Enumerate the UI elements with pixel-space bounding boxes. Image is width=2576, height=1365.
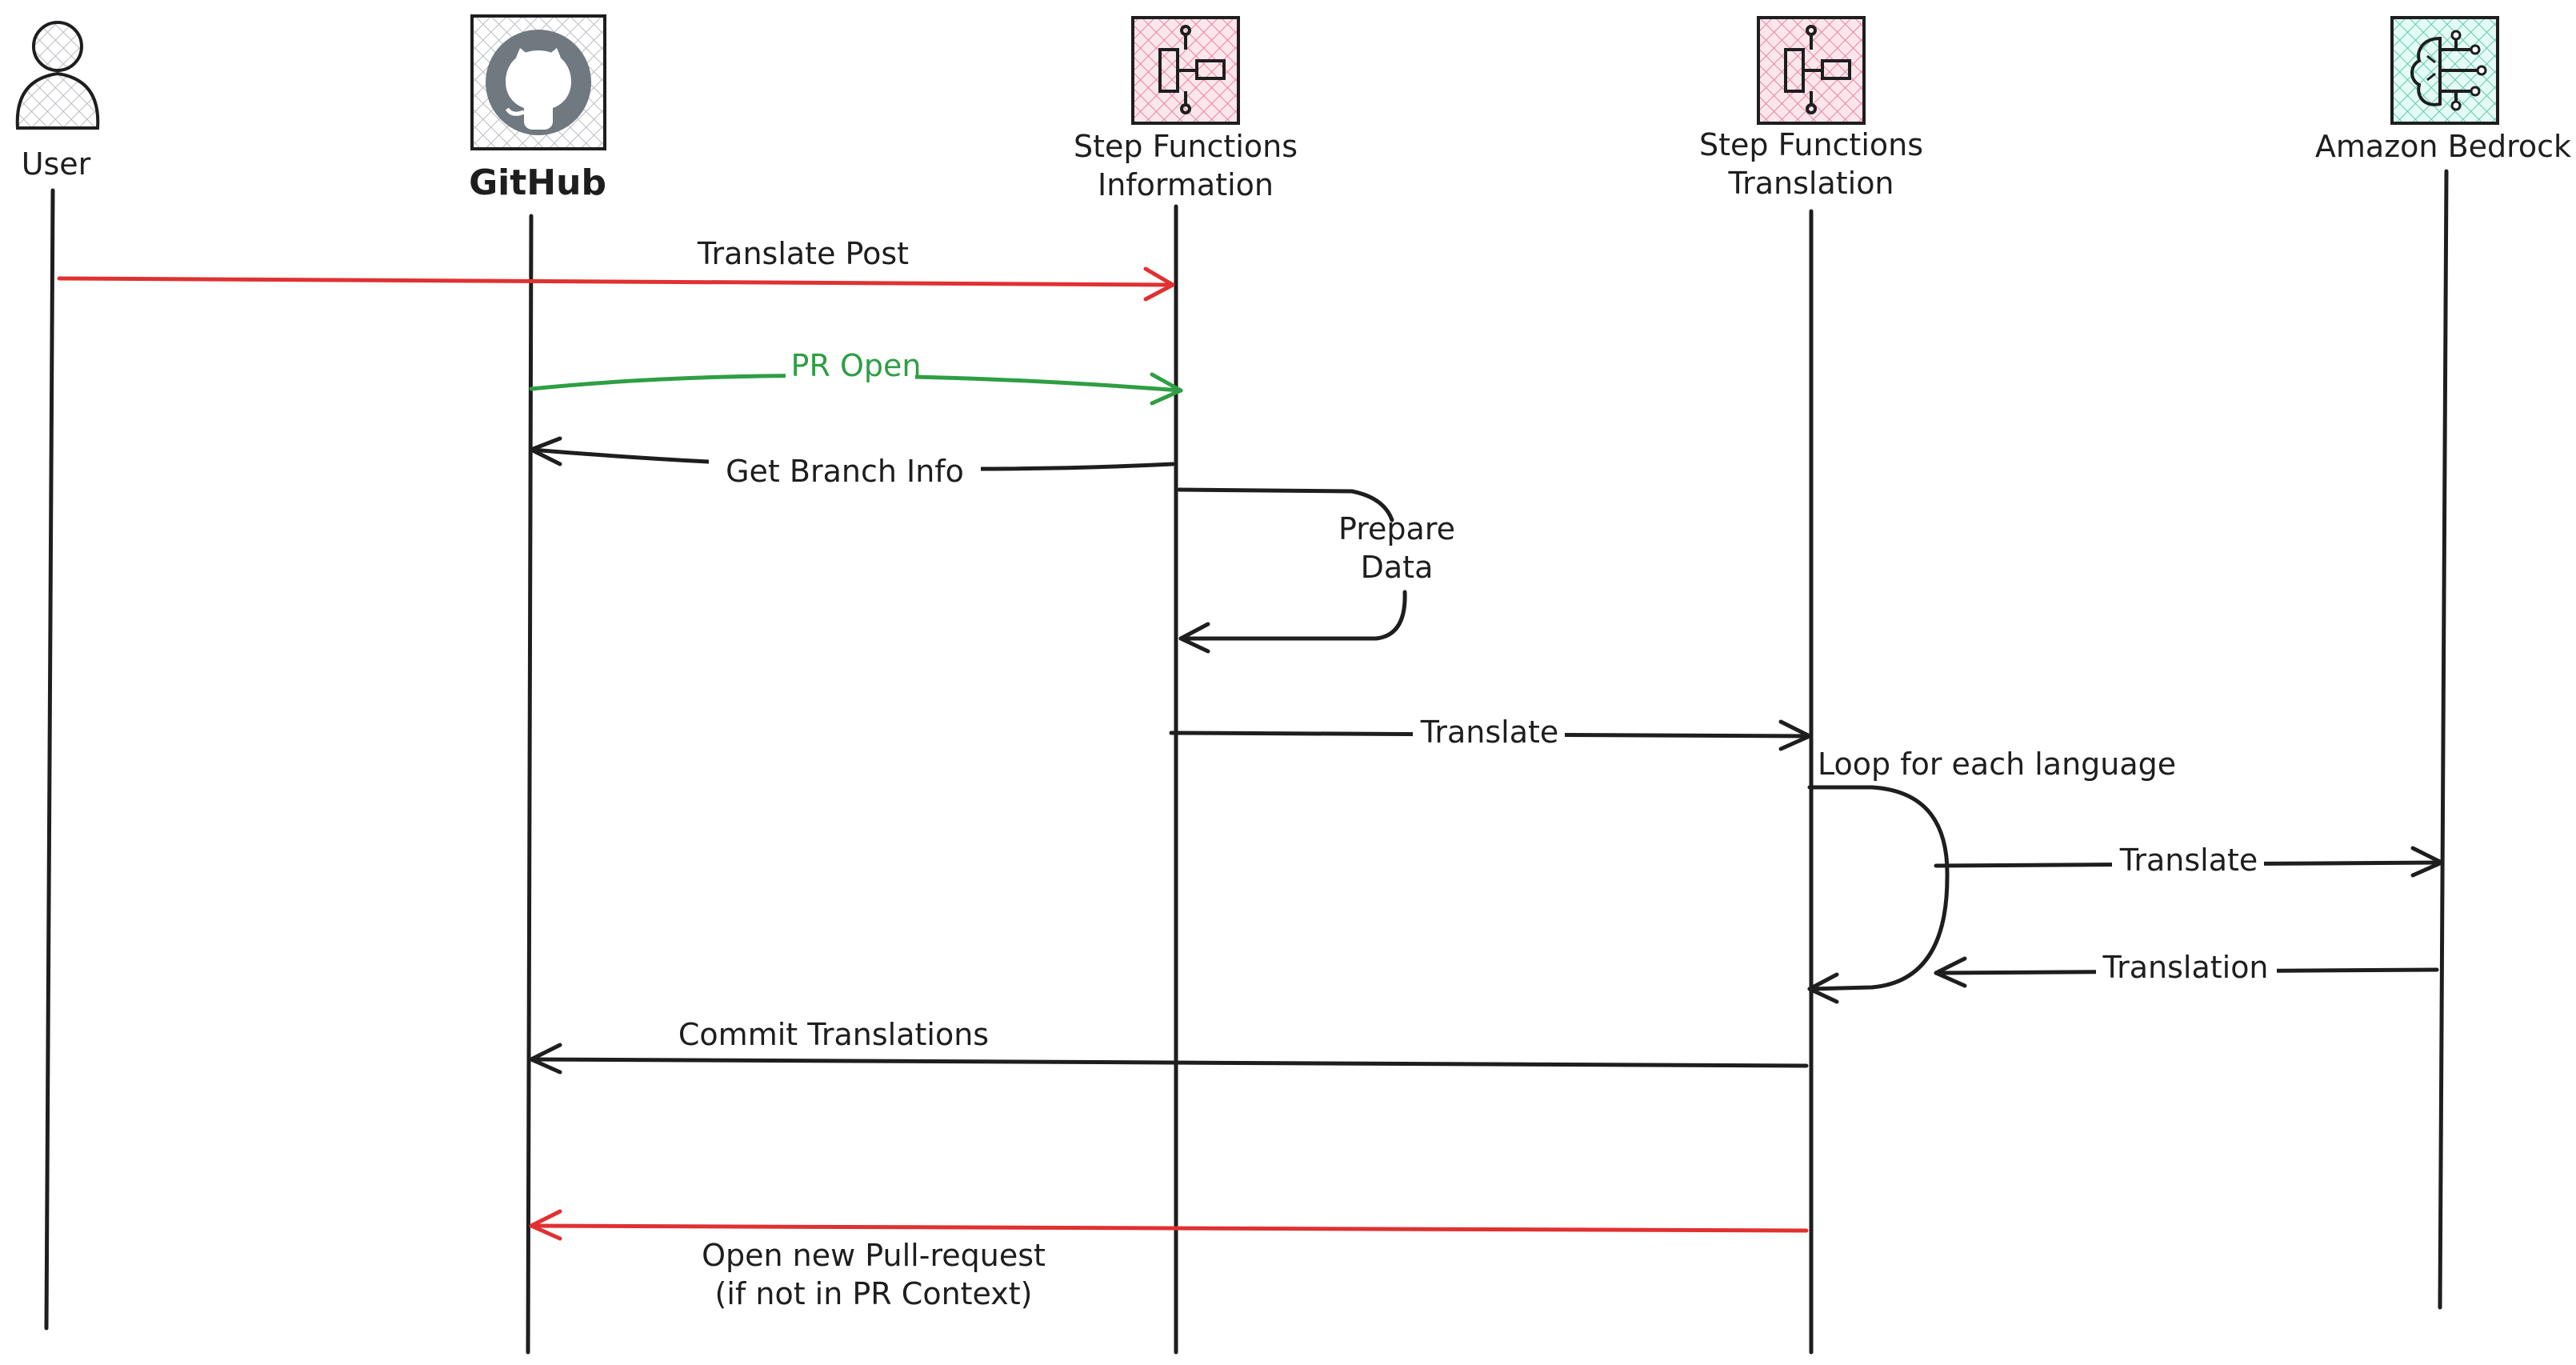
actor-amazon-bedrock: Amazon Bedrock	[2315, 16, 2571, 164]
message-label-get-branch-info: Get Branch Info	[726, 454, 964, 489]
step-functions-icon	[1757, 16, 1866, 125]
message-translate-to-sf-translation: Translate	[1169, 714, 1812, 754]
message-label-prepare-data-line1: Prepare	[1338, 511, 1455, 546]
lifeline-amazon-bedrock	[2438, 169, 2449, 1310]
loop-for-each-language: Loop for each language	[1807, 747, 2176, 1004]
message-label-translation: Translation	[2102, 950, 2268, 985]
actor-label-sf-translation-line1: Step Functions	[1699, 127, 1923, 162]
message-label-translate-to-sf: Translate	[1420, 715, 1559, 750]
actor-step-functions-translation: Step Functions Translation	[1699, 16, 1923, 201]
actor-github: GitHub	[469, 14, 606, 203]
bedrock-brain-icon	[2390, 16, 2499, 125]
actor-label-sf-information-line2: Information	[1098, 167, 1274, 202]
lifeline-user	[44, 188, 55, 1331]
actor-step-functions-information: Step Functions Information	[1074, 16, 1298, 202]
message-get-branch-info: Get Branch Info	[529, 436, 1175, 493]
message-label-commit-translations: Commit Translations	[678, 1017, 989, 1052]
actor-label-github: GitHub	[469, 162, 606, 203]
message-label-open-pr-line2: (if not in PR Context)	[715, 1276, 1033, 1311]
lifeline-github	[526, 214, 534, 1355]
actor-label-amazon-bedrock: Amazon Bedrock	[2315, 129, 2571, 164]
message-label-translate-post: Translate Post	[697, 236, 909, 271]
message-translate-to-bedrock: Translate	[1934, 842, 2444, 882]
message-label-pr-open: PR Open	[791, 348, 922, 383]
user-icon	[15, 21, 100, 130]
step-functions-icon	[1131, 16, 1240, 125]
message-translate-post: Translate Post	[57, 236, 1175, 302]
loop-label: Loop for each language	[1818, 747, 2176, 782]
message-label-open-pr-line1: Open new Pull-request	[702, 1238, 1046, 1273]
message-translation-return: Translation	[1934, 950, 2439, 991]
actor-label-sf-translation-line2: Translation	[1727, 166, 1894, 201]
message-pr-open: PR Open	[529, 346, 1183, 406]
actor-label-user: User	[22, 146, 91, 182]
actor-label-sf-information-line1: Step Functions	[1074, 129, 1298, 164]
message-label-prepare-data-line2: Data	[1361, 550, 1434, 585]
message-commit-translations: Commit Translations	[529, 1017, 1809, 1075]
github-icon	[470, 14, 606, 150]
message-label-translate-to-bedrock: Translate	[2119, 843, 2258, 878]
message-open-new-pull-request: Open new Pull-request (if not in PR Cont…	[529, 1209, 1809, 1311]
actor-user: User	[15, 21, 100, 182]
message-prepare-data: Prepare Data	[1177, 487, 1455, 654]
